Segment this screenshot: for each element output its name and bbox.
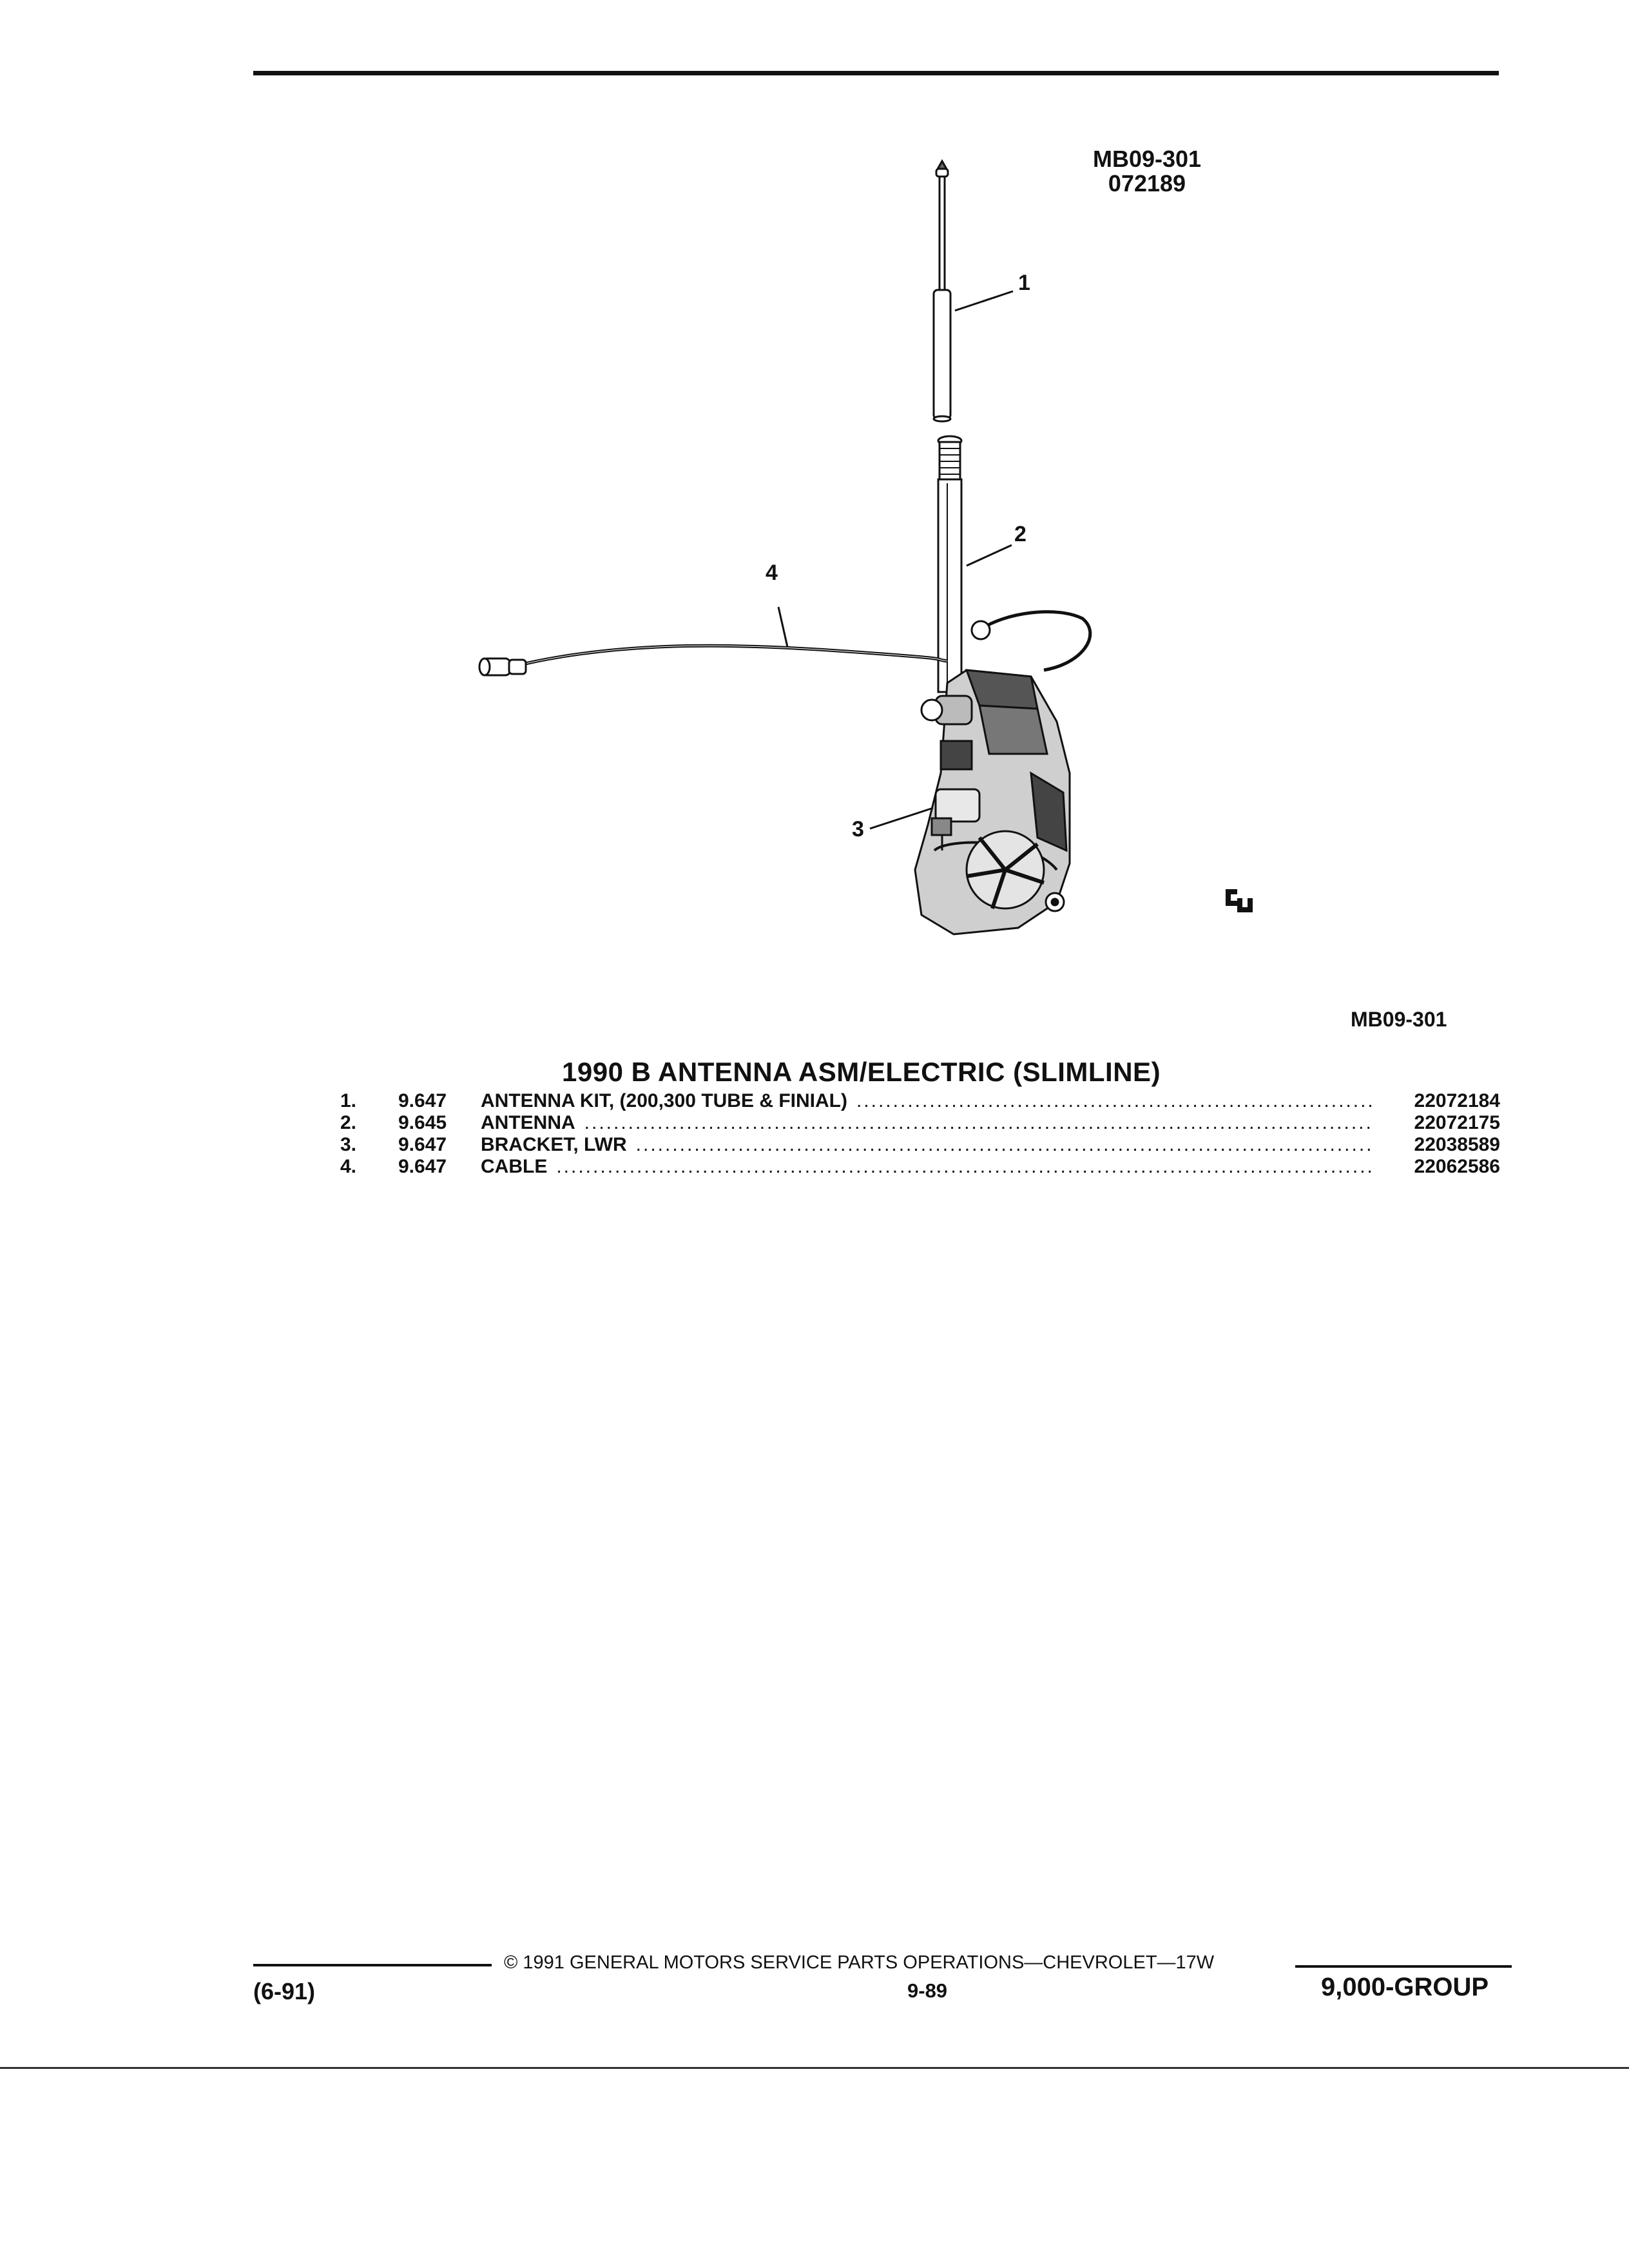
reference-code-id: MB09-301 <box>1092 146 1202 172</box>
figure-code: MB09-301 <box>1351 1008 1447 1031</box>
dot-leader: ........................................… <box>556 1156 1371 1177</box>
antenna-mast-drawing <box>932 159 952 423</box>
parts-list-row: 4. 9.647 CABLE .........................… <box>340 1156 1500 1178</box>
reference-code: MB09-301 072189 <box>1070 147 1224 196</box>
callout-3: 3 <box>852 817 864 841</box>
part-index: 3. <box>340 1134 357 1155</box>
parts-list-row: 3. 9.647 BRACKET, LWR ..................… <box>340 1134 1500 1156</box>
parts-list: 1. 9.647 ANTENNA KIT, (200,300 TUBE & FI… <box>340 1090 1500 1178</box>
parts-list-row: 1. 9.647 ANTENNA KIT, (200,300 TUBE & FI… <box>340 1090 1500 1112</box>
footer-group: 9,000-GROUP <box>1321 1973 1489 2001</box>
bottom-edge-rule <box>0 2067 1629 2069</box>
callout-leaders <box>777 290 1014 830</box>
part-group-code: 9.647 <box>398 1156 447 1177</box>
dot-leader: ........................................… <box>856 1090 1371 1111</box>
part-description: CABLE <box>481 1156 548 1177</box>
callout-1: 1 <box>1018 271 1030 295</box>
part-group-code: 9.647 <box>398 1090 447 1111</box>
cu-logo-mark <box>1226 889 1253 912</box>
antenna-tube-drawing <box>937 435 963 693</box>
part-index: 4. <box>340 1156 357 1177</box>
part-number: 22072175 <box>1414 1112 1500 1133</box>
antenna-cable-drawing <box>478 610 1092 677</box>
footer-page-number: 9-89 <box>907 1979 948 2002</box>
callout-2: 2 <box>1014 522 1027 546</box>
footer-rule-right <box>1295 1965 1512 1968</box>
part-number: 22062586 <box>1414 1156 1500 1177</box>
part-description: BRACKET, LWR <box>481 1134 627 1155</box>
reference-code-date: 072189 <box>1108 169 1186 197</box>
callout-4: 4 <box>766 561 778 585</box>
dot-leader: ........................................… <box>635 1134 1371 1155</box>
part-group-code: 9.645 <box>398 1112 447 1133</box>
part-description: ANTENNA KIT, (200,300 TUBE & FINIAL) <box>481 1090 847 1111</box>
dot-leader: ........................................… <box>584 1112 1371 1133</box>
part-description: ANTENNA <box>481 1112 575 1133</box>
parts-list-row: 2. 9.645 ANTENNA .......................… <box>340 1112 1500 1134</box>
antenna-motor-drawing <box>914 669 1071 936</box>
top-rule <box>253 71 1499 75</box>
part-index: 2. <box>340 1112 357 1133</box>
part-index: 1. <box>340 1090 357 1111</box>
part-number: 22038589 <box>1414 1134 1500 1155</box>
footer-copyright: © 1991 GENERAL MOTORS SERVICE PARTS OPER… <box>504 1952 1215 1973</box>
part-group-code: 9.647 <box>398 1134 447 1155</box>
footer-rule-left <box>253 1964 492 1966</box>
footer-revision: (6-91) <box>253 1978 316 2004</box>
section-title: 1990 B ANTENNA ASM/ELECTRIC (SLIMLINE) <box>562 1057 1161 1087</box>
part-number: 22072184 <box>1414 1090 1500 1111</box>
